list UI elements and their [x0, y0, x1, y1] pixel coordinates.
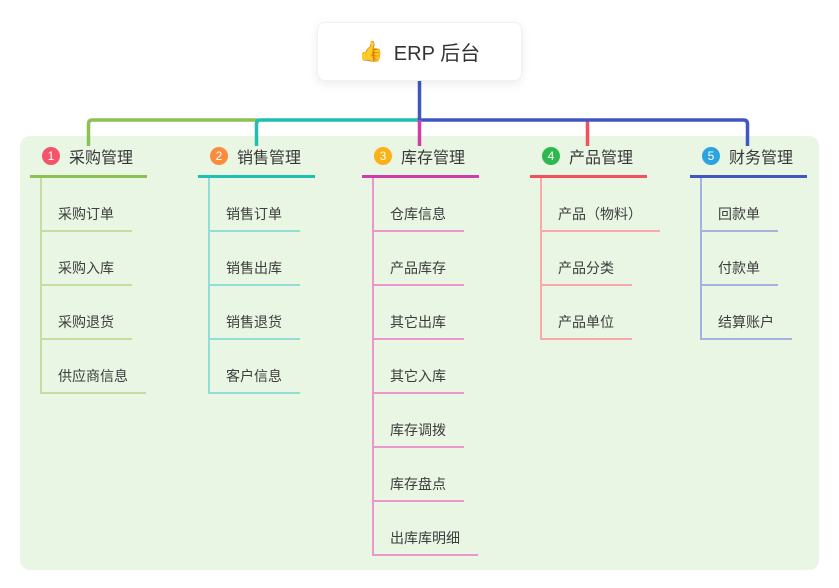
branch-children: 回款单 付款单 结算账户	[700, 178, 807, 340]
branch-title-label: 财务管理	[729, 150, 794, 167]
child-node[interactable]: 销售出库	[208, 232, 300, 286]
branch-number-badge: 2	[210, 147, 228, 165]
root-node[interactable]: 👍 ERP 后台	[317, 22, 522, 81]
child-node[interactable]: 结算账户	[700, 286, 792, 340]
child-node[interactable]: 采购退货	[40, 286, 132, 340]
branch-children: 采购订单 采购入库 采购退货 供应商信息	[40, 178, 147, 394]
child-node[interactable]: 库存调拨	[372, 394, 464, 448]
child-node-label: 其它入库	[390, 368, 446, 384]
branch-title-label: 采购管理	[69, 150, 134, 167]
branch-title-label: 销售管理	[237, 150, 302, 167]
branch-sales: 2 销售管理 销售订单 销售出库 销售退货 客户信息	[198, 146, 316, 394]
child-node-label: 产品单位	[558, 314, 614, 330]
child-node[interactable]: 付款单	[700, 232, 778, 286]
child-node[interactable]: 产品分类	[540, 232, 632, 286]
child-node-label: 销售退货	[226, 314, 282, 330]
branch-purchase: 1 采购管理 采购订单 采购入库 采购退货 供应商信息	[30, 146, 148, 394]
child-node-label: 产品分类	[558, 260, 614, 276]
child-node[interactable]: 其它入库	[372, 340, 464, 394]
child-node[interactable]: 产品（物料）	[540, 178, 660, 232]
branch-title-node-finance[interactable]: 5 财务管理	[690, 146, 808, 178]
child-node-label: 其它出库	[390, 314, 446, 330]
child-node-label: 采购入库	[58, 260, 114, 276]
branch-title-label: 产品管理	[569, 150, 634, 167]
child-node[interactable]: 其它出库	[372, 286, 464, 340]
branch-title-node-purchase[interactable]: 1 采购管理	[30, 146, 148, 178]
branch-children: 产品（物料） 产品分类 产品单位	[540, 178, 660, 340]
child-node-label: 销售出库	[226, 260, 282, 276]
child-node-label: 库存盘点	[390, 476, 446, 492]
branch-title-label: 库存管理	[401, 150, 466, 167]
child-node-label: 产品库存	[390, 260, 446, 276]
branches-background-panel	[20, 136, 819, 570]
child-node[interactable]: 供应商信息	[40, 340, 146, 394]
child-node-label: 采购退货	[58, 314, 114, 330]
child-node-label: 出库库明细	[390, 530, 460, 546]
child-node[interactable]: 仓库信息	[372, 178, 464, 232]
branch-title-node-product[interactable]: 4 产品管理	[530, 146, 648, 178]
child-node[interactable]: 客户信息	[208, 340, 300, 394]
child-node-label: 回款单	[718, 206, 760, 222]
child-node[interactable]: 产品库存	[372, 232, 464, 286]
child-node-label: 销售订单	[226, 206, 282, 222]
child-node[interactable]: 采购订单	[40, 178, 132, 232]
branch-inventory: 3 库存管理 仓库信息 产品库存 其它出库 其它入库 库存调拨 库存盘点	[362, 146, 480, 556]
child-node-label: 采购订单	[58, 206, 114, 222]
branch-children: 销售订单 销售出库 销售退货 客户信息	[208, 178, 315, 394]
child-node[interactable]: 回款单	[700, 178, 778, 232]
branch-number-badge: 4	[542, 147, 560, 165]
child-node-label: 库存调拨	[390, 422, 446, 438]
branch-finance: 5 财务管理 回款单 付款单 结算账户	[690, 146, 808, 340]
thumbs-up-icon: 👍	[358, 41, 384, 63]
child-node-label: 客户信息	[226, 368, 282, 384]
child-node[interactable]: 采购入库	[40, 232, 132, 286]
child-node[interactable]: 销售订单	[208, 178, 300, 232]
branch-children: 仓库信息 产品库存 其它出库 其它入库 库存调拨 库存盘点 出库库明细	[372, 178, 479, 556]
child-node-label: 产品（物料）	[558, 206, 642, 222]
child-node[interactable]: 库存盘点	[372, 448, 464, 502]
branch-product: 4 产品管理 产品（物料） 产品分类 产品单位	[530, 146, 660, 340]
child-node-label: 仓库信息	[390, 206, 446, 222]
child-node[interactable]: 出库库明细	[372, 502, 478, 556]
child-node-label: 结算账户	[718, 314, 774, 330]
branch-title-node-sales[interactable]: 2 销售管理	[198, 146, 316, 178]
branch-number-badge: 5	[702, 147, 720, 165]
child-node[interactable]: 产品单位	[540, 286, 632, 340]
child-node[interactable]: 销售退货	[208, 286, 300, 340]
branch-number-badge: 1	[42, 147, 60, 165]
child-node-label: 供应商信息	[58, 368, 128, 384]
child-node-label: 付款单	[718, 260, 760, 276]
branch-number-badge: 3	[374, 147, 392, 165]
root-node-label: ERP 后台	[393, 43, 481, 65]
branch-title-node-inventory[interactable]: 3 库存管理	[362, 146, 480, 178]
